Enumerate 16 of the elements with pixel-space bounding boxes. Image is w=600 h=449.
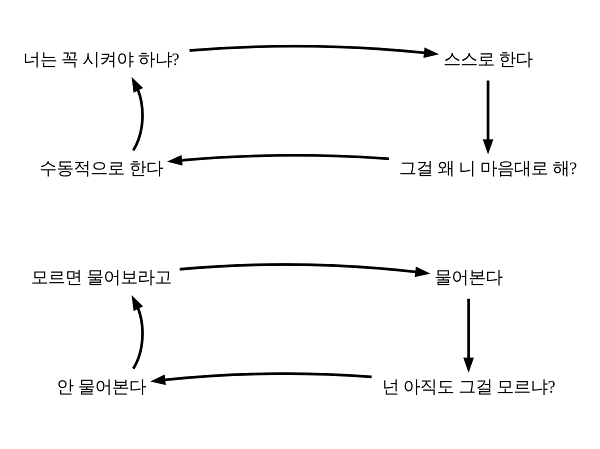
node-text: 수동적으로 한다 bbox=[39, 159, 163, 178]
node-text: 너는 꼭 시켜야 하냐? bbox=[22, 50, 180, 69]
arrow bbox=[132, 76, 144, 152]
arrow bbox=[166, 154, 390, 166]
arrow bbox=[132, 295, 144, 370]
arrow bbox=[180, 263, 430, 278]
node-text: 그걸 왜 니 마음대로 해? bbox=[399, 159, 578, 178]
node-text: 모르면 물어보라고 bbox=[30, 268, 172, 288]
arrow bbox=[482, 80, 494, 154]
arrow bbox=[189, 44, 440, 58]
node-text: 스스로 한다 bbox=[443, 50, 533, 69]
node-text: 물어본다 bbox=[434, 268, 503, 288]
node-text: 넌 아직도 그걸 모르냐? bbox=[382, 377, 556, 396]
arrow bbox=[150, 372, 372, 386]
arrow bbox=[463, 298, 474, 373]
node-text: 안 물어본다 bbox=[56, 377, 146, 396]
